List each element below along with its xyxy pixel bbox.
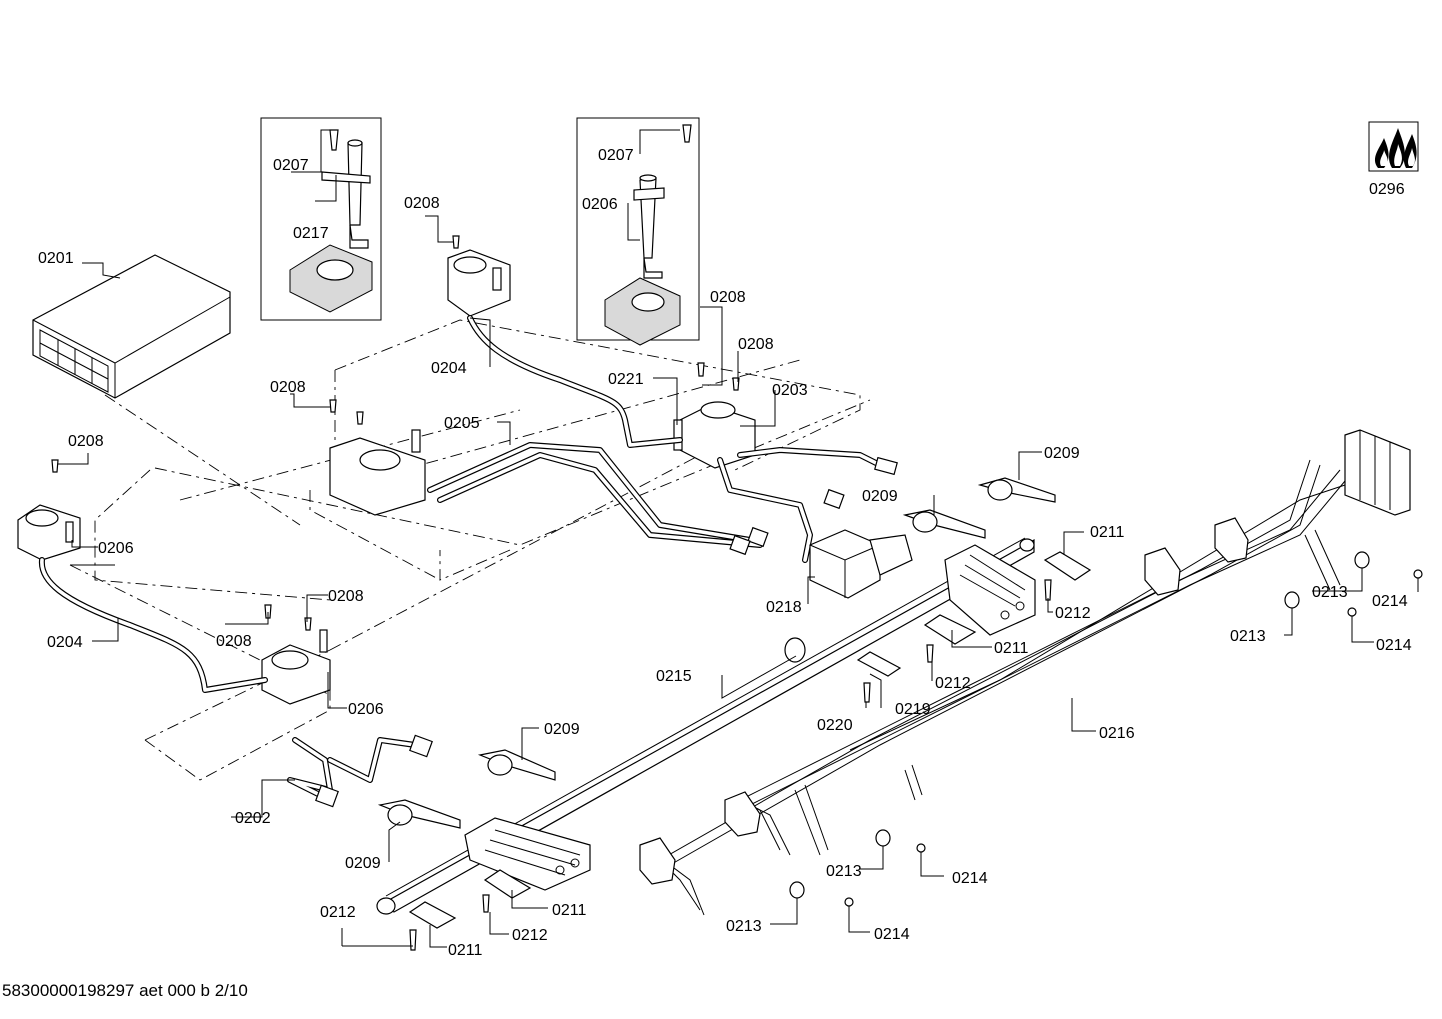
screws (51, 235, 1052, 951)
injector-0209-top (977, 477, 1056, 503)
part-label-0208: 0208 (216, 633, 252, 650)
part-label-0214: 0214 (1372, 593, 1408, 610)
bracket-0219 (856, 651, 902, 677)
part-label-0216: 0216 (1099, 725, 1135, 742)
part-label-0213: 0213 (726, 918, 762, 935)
part-label-0204: 0204 (47, 634, 83, 651)
part-label-0218: 0218 (766, 599, 802, 616)
part-label-0201: 0201 (38, 250, 74, 267)
part-label-0207: 0207 (598, 147, 634, 164)
part-label-0207: 0207 (273, 157, 309, 174)
part-label-0211: 0211 (552, 902, 587, 919)
part-label-0221: 0221 (608, 371, 644, 388)
part-label-0212: 0212 (1055, 605, 1091, 622)
mounting-brackets (464, 544, 1036, 891)
part-label-0211: 0211 (1090, 524, 1125, 541)
part-label-0203: 0203 (772, 382, 808, 399)
burner-valve-front (261, 629, 331, 705)
part-label-0219: 0219 (895, 701, 931, 718)
part-label-0209: 0209 (1044, 445, 1080, 462)
part-label-0206: 0206 (98, 540, 134, 557)
leader-lines (58, 129, 1419, 948)
burner-valve-center (329, 429, 426, 516)
ignition-harness-0216 (639, 429, 1411, 916)
part-label-0211: 0211 (994, 640, 1029, 657)
part-label-0208: 0208 (328, 588, 364, 605)
part-label-0206: 0206 (582, 196, 618, 213)
part-labels: 0201 0202 0203 0204 0204 0205 0206 0206 … (38, 147, 1412, 959)
part-label-0209: 0209 (862, 488, 898, 505)
clips-0211 (408, 551, 1092, 929)
part-label-0209: 0209 (544, 721, 580, 738)
gas-pipes (38, 315, 883, 803)
part-label-0208: 0208 (738, 336, 774, 353)
pipe-fittings (315, 456, 898, 808)
part-label-0212: 0212 (320, 904, 356, 921)
part-label-0220: 0220 (817, 717, 853, 734)
burner-valve-right (673, 401, 756, 469)
part-label-0213: 0213 (1312, 584, 1348, 601)
part-label-0208: 0208 (710, 289, 746, 306)
part-label-0215: 0215 (656, 668, 692, 685)
part-label-0206: 0206 (348, 701, 384, 718)
part-label-0208: 0208 (68, 433, 104, 450)
gas-manifold-0215 (376, 537, 1035, 915)
symbol-label-0296: 0296 (1369, 181, 1405, 198)
part-label-0212: 0212 (935, 675, 971, 692)
part-label-0205: 0205 (444, 415, 480, 432)
part-label-0214: 0214 (1376, 637, 1412, 654)
part-label-0202: 0202 (235, 810, 271, 827)
part-label-0211: 0211 (448, 942, 483, 959)
part-label-0209: 0209 (345, 855, 381, 872)
part-label-0213: 0213 (826, 863, 862, 880)
part-label-0208: 0208 (404, 195, 440, 212)
inset-detail-left (260, 117, 382, 321)
part-label-0204: 0204 (431, 360, 467, 377)
part-label-0214: 0214 (952, 870, 988, 887)
gas-flames-icon (1368, 121, 1419, 172)
document-reference: 58300000198297 aet 000 b 2/10 (2, 981, 248, 1000)
part-label-0212: 0212 (512, 927, 548, 944)
safety-valve-0218 (809, 529, 913, 599)
burner-valve-left (17, 504, 81, 561)
part-label-0213: 0213 (1230, 628, 1266, 645)
burner-valve-rear-center (447, 249, 511, 317)
injector-0209-mid (902, 509, 986, 539)
inset-detail-right (576, 117, 700, 346)
part-label-0217: 0217 (293, 225, 329, 242)
part-label-0214: 0214 (874, 926, 910, 943)
injector-0209-lower (377, 799, 461, 829)
injector-0209-front (477, 749, 556, 781)
part-label-0208: 0208 (270, 379, 306, 396)
control-module-0201 (32, 254, 231, 399)
